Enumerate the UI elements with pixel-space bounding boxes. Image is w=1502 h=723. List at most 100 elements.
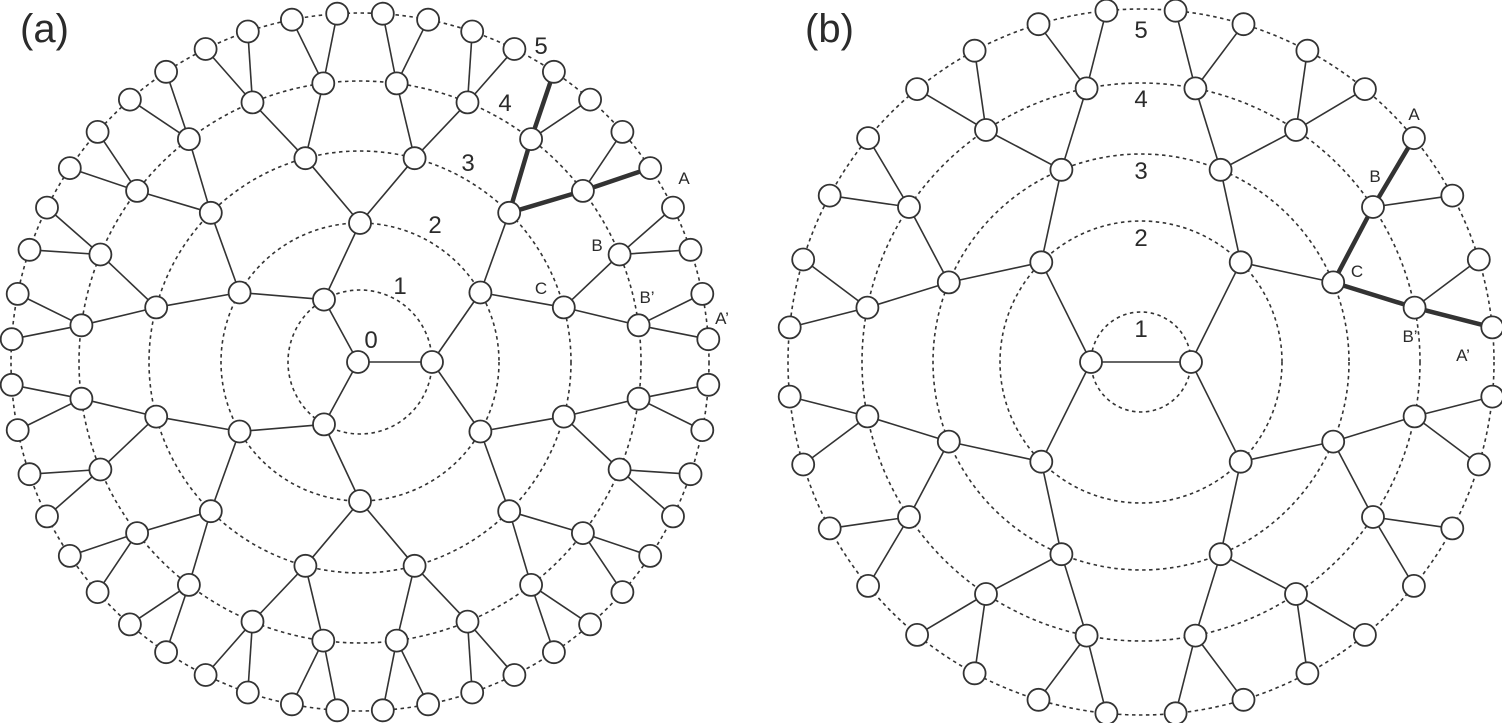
tree-edge (563, 306, 639, 327)
tree-node-shell-5 (5, 418, 30, 443)
tree-edge (1174, 635, 1197, 714)
tree-node-shell-3 (497, 200, 522, 225)
tree-edge (480, 415, 564, 433)
tree-edge (1240, 261, 1334, 284)
tree-edge (239, 423, 325, 433)
tree-edge (431, 361, 482, 432)
tree-edge (948, 261, 1042, 284)
tree-node-shell-5 (1440, 183, 1465, 208)
tree-edge (1219, 169, 1242, 263)
tree-edge (304, 565, 325, 641)
tree-node-shell-4 (855, 295, 880, 320)
tree-node-shell-3 (198, 200, 223, 225)
tree-node-shell-5 (1466, 452, 1491, 477)
highlighted-path-edge (1371, 136, 1416, 209)
tree-node-shell-4 (897, 505, 921, 529)
tree-edge (210, 212, 241, 293)
tree-node-shell-3 (1321, 429, 1346, 454)
tree-node-shell-5 (610, 119, 635, 144)
tree-edges (789, 10, 1493, 714)
tree-node-shell-5 (325, 698, 350, 723)
tree-node-shell-4 (455, 90, 480, 115)
tree-node-shell-5 (1094, 0, 1119, 23)
ring-label: 2 (428, 212, 441, 239)
tree-node-shell-3 (402, 146, 427, 171)
tree-node-shell-5 (578, 612, 602, 637)
tree-node-shell-4 (1361, 505, 1385, 529)
highlighted-path-edge (1332, 280, 1416, 310)
tree-node-shell-3 (936, 270, 961, 295)
shell-ring-4 (861, 82, 1421, 642)
tree-edge (188, 510, 212, 586)
tree-edge (304, 500, 361, 567)
tree-node-shell-2 (227, 280, 252, 305)
tree-edge (99, 416, 157, 471)
tree-node-shell-4 (519, 573, 543, 597)
tree-node-shell-3 (293, 553, 318, 578)
tree-node-shell-4 (1183, 76, 1208, 101)
tree-node-shell-4 (176, 127, 201, 152)
tree-node-shell-5 (1163, 0, 1188, 23)
tree-edge (1295, 593, 1309, 674)
tree-node-shell-4 (1183, 623, 1208, 648)
tree-node-shell-4 (455, 609, 480, 634)
tree-edge (1060, 553, 1088, 636)
tree-node-shell-4 (1284, 118, 1308, 142)
tree-edge (323, 222, 361, 300)
tree-edge (156, 291, 240, 309)
tree-edge (508, 510, 532, 586)
tree-node-shell-4 (1361, 195, 1385, 219)
tree-node-shell-5 (57, 156, 82, 181)
tree-node-shell-5 (1026, 12, 1051, 37)
tree-node-shell-5 (777, 315, 802, 340)
path-point-label: C (1351, 262, 1363, 281)
tree-edge (479, 212, 510, 293)
tree-edge (789, 395, 868, 418)
tree-node-shell-5 (1295, 661, 1320, 686)
tree-node-shell-5 (416, 692, 441, 717)
tree-node-shell-5 (1094, 701, 1119, 723)
tree-edge (948, 440, 1042, 463)
tree-edge (867, 137, 910, 208)
tree-node-shell-5 (1231, 12, 1256, 37)
tree-node-shell-1 (420, 350, 444, 374)
tree-edge (1295, 593, 1366, 636)
tree-edge (563, 397, 639, 418)
tree-node-shell-2 (348, 489, 372, 513)
tree-node-shell-3 (1208, 542, 1233, 567)
tree-node-shell-3 (144, 404, 169, 429)
tree-edge (973, 50, 987, 131)
tree-edge (1190, 361, 1242, 463)
tree-node-shell-5 (1440, 516, 1465, 541)
highlighted-path-edge (1414, 305, 1493, 330)
path-point-label: B (1369, 167, 1380, 186)
tree-node-shell-4 (974, 582, 998, 606)
tree-node-shell-3 (551, 295, 576, 320)
tree-edge (563, 416, 621, 471)
tree-edge (1194, 635, 1245, 701)
path-point-label: C (535, 279, 547, 298)
tree-edge (916, 88, 987, 131)
tree-node-shell-2 (227, 419, 252, 444)
tree-node-shell-5 (117, 612, 142, 637)
tree-node-shell-5 (416, 7, 441, 32)
tree-node-shell-5 (1353, 77, 1377, 101)
tree-node-shell-4 (626, 386, 651, 411)
tree-node-shell-5 (235, 680, 260, 705)
tree-node-shell-5 (502, 37, 527, 61)
tree-node-shell-5 (856, 574, 880, 598)
tree-node-shell-5 (1402, 126, 1426, 151)
tree-node-shell-5 (279, 7, 304, 32)
tree-edge (1190, 261, 1242, 363)
tree-edge (789, 306, 868, 329)
tree-edge (323, 424, 361, 502)
tree-edge (508, 510, 584, 534)
tree-edge (1295, 88, 1366, 131)
tree-node-shell-5 (905, 77, 929, 101)
tree-node-shell-4 (607, 457, 632, 482)
tree-edge (1085, 635, 1108, 714)
tree-node-shell-5 (661, 504, 685, 529)
